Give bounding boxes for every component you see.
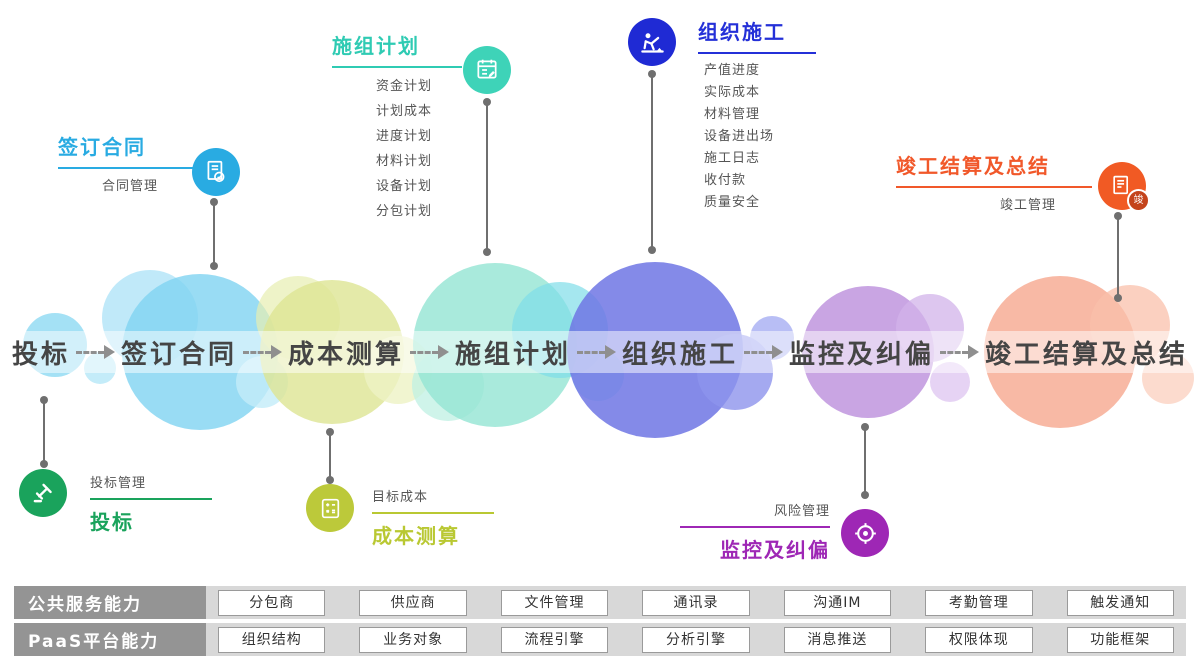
- callout-title: 监控及纠偏: [720, 538, 830, 562]
- callout-item-list: 产值进度 实际成本 材料管理 设备进出场 施工日志 收付款 质量安全: [698, 60, 816, 214]
- callout-item: 计划成本: [376, 104, 433, 119]
- gavel-icon: [19, 469, 67, 517]
- callout-title: 组织施工: [698, 20, 786, 44]
- callout-item: 施工日志: [704, 151, 761, 166]
- plan-icon: [463, 46, 511, 94]
- stage-cost-estimation: 成本测算: [288, 339, 405, 370]
- capability-row-public-services: 公共服务能力 分包商 供应商 文件管理 通讯录 沟通IM 考勤管理 触发通知: [14, 586, 1186, 619]
- callout-item: 进度计划: [376, 129, 433, 144]
- completion-badge: 竣: [1127, 189, 1150, 212]
- callout-item-list: 资金计划 计划成本 进度计划 材料计划 设备计划 分包计划: [332, 74, 462, 224]
- stage-organize-construction: 组织施工: [622, 339, 739, 370]
- stage-completion: 竣工结算及总结: [985, 339, 1189, 370]
- callout-title: 施组计划: [332, 34, 420, 58]
- callout-title: 签订合同: [58, 135, 146, 159]
- completion-icon: 竣: [1098, 162, 1150, 212]
- capability-item[interactable]: 触发通知: [1066, 589, 1174, 616]
- capability-item[interactable]: 供应商: [359, 589, 467, 616]
- timeline: 投标 签订合同 成本测算 施组计划 组织施工 监控及纠偏 竣工结算及总结: [12, 330, 1188, 374]
- stage-construction-plan: 施组计划: [455, 339, 572, 370]
- callout-item: 资金计划: [376, 79, 433, 94]
- callout-underline: [90, 498, 212, 500]
- connector-cost-estimation: [326, 428, 334, 484]
- capability-item[interactable]: 考勤管理: [925, 589, 1033, 616]
- gavel-icon-glyph: [33, 483, 52, 503]
- callout-title: 竣工结算及总结: [896, 154, 1050, 178]
- capability-item[interactable]: 业务对象: [359, 626, 467, 653]
- callout-item: 质量安全: [704, 195, 761, 210]
- callout-item: 分包计划: [376, 204, 433, 219]
- capability-item[interactable]: 流程引擎: [500, 626, 609, 653]
- callout-subtitle: 合同管理: [102, 179, 159, 194]
- callout-title: 投标: [90, 510, 134, 534]
- flow-arrow: [940, 345, 979, 359]
- flow-arrow: [577, 345, 616, 359]
- connector-organize-construction: [648, 70, 656, 254]
- callout-item: 实际成本: [704, 85, 761, 100]
- callout-monitoring: 风险管理 监控及纠偏: [680, 500, 830, 563]
- capability-item[interactable]: 功能框架: [1066, 626, 1174, 653]
- calculator-icon: [306, 484, 354, 532]
- connector-completion: [1114, 212, 1122, 302]
- capability-item[interactable]: 分析引擎: [642, 626, 750, 653]
- callout-item: 材料计划: [376, 154, 433, 169]
- capability-item[interactable]: 消息推送: [783, 626, 892, 653]
- callout-item: 材料管理: [704, 107, 761, 122]
- capability-item-list: 组织结构 业务对象 流程引擎 分析引擎 消息推送 权限体现 功能框架: [206, 623, 1186, 656]
- callout-cost-estimation: 目标成本 成本测算: [372, 486, 494, 549]
- callout-item: 设备进出场: [704, 129, 775, 144]
- callout-subtitle: 风险管理: [773, 504, 830, 519]
- callout-underline: [372, 512, 494, 514]
- capability-item-list: 分包商 供应商 文件管理 通讯录 沟通IM 考勤管理 触发通知: [206, 586, 1186, 619]
- target-icon-glyph: [854, 522, 876, 544]
- callout-item: 收付款: [704, 173, 747, 188]
- callout-sign-contract: 签订合同 合同管理: [58, 131, 200, 194]
- stage-monitoring: 监控及纠偏: [789, 339, 935, 370]
- callout-item: 设备计划: [376, 179, 433, 194]
- flow-arrow: [76, 345, 115, 359]
- callout-item: 产值进度: [704, 63, 761, 78]
- callout-underline: [896, 186, 1092, 188]
- capability-item[interactable]: 通讯录: [642, 589, 750, 616]
- stage-bidding: 投标: [12, 339, 71, 370]
- contract-icon-glyph: [207, 160, 225, 183]
- callout-subtitle: 投标管理: [90, 476, 147, 491]
- callout-subtitle: 竣工管理: [1000, 198, 1057, 213]
- capability-item[interactable]: 权限体现: [925, 626, 1033, 653]
- capability-row-label: 公共服务能力: [14, 586, 206, 619]
- connector-sign-contract: [210, 198, 218, 270]
- callout-bidding: 投标管理 投标: [90, 472, 212, 535]
- capability-item[interactable]: 组织结构: [218, 626, 326, 653]
- connector-bidding: [40, 396, 48, 468]
- flow-arrow: [410, 345, 449, 359]
- stage-sign-contract: 签订合同: [121, 339, 238, 370]
- construction-worker-icon: [628, 18, 676, 66]
- connector-construction-plan: [483, 98, 491, 256]
- callout-title: 成本测算: [372, 524, 460, 548]
- flow-arrow: [744, 345, 783, 359]
- callout-underline: [698, 52, 816, 54]
- capability-item[interactable]: 沟通IM: [783, 589, 892, 616]
- callout-subtitle: 目标成本: [372, 490, 429, 505]
- callout-underline: [680, 526, 830, 528]
- completion-icon-glyph: [1112, 175, 1128, 194]
- flow-arrow: [243, 345, 282, 359]
- capability-item[interactable]: 文件管理: [500, 589, 609, 616]
- capability-row-label: PaaS平台能力: [14, 623, 206, 656]
- calculator-icon-glyph: [321, 498, 339, 518]
- callout-underline: [332, 66, 462, 68]
- connector-monitoring: [861, 423, 869, 499]
- capability-item[interactable]: 分包商: [218, 589, 326, 616]
- callout-organize-construction: 组织施工 产值进度 实际成本 材料管理 设备进出场 施工日志 收付款 质量安全: [698, 16, 816, 214]
- callout-completion: 竣工结算及总结 竣工管理: [896, 150, 1092, 213]
- callout-underline: [58, 167, 200, 169]
- callout-construction-plan: 施组计划 资金计划 计划成本 进度计划 材料计划 设备计划 分包计划: [332, 30, 462, 224]
- plan-icon-glyph: [477, 59, 497, 79]
- contract-icon: [192, 148, 240, 196]
- target-icon: [841, 509, 889, 557]
- construction-worker-icon-glyph: [640, 32, 664, 53]
- capability-row-paas-platform: PaaS平台能力 组织结构 业务对象 流程引擎 分析引擎 消息推送 权限体现 功…: [14, 623, 1186, 656]
